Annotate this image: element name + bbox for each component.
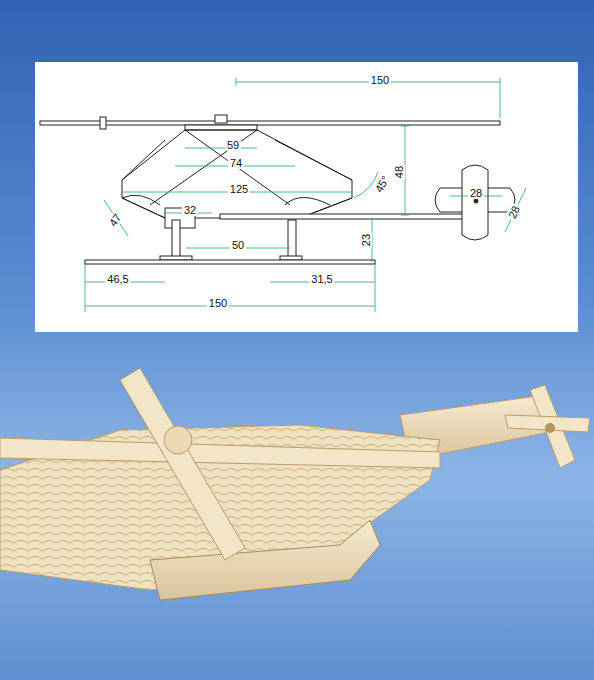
dimension-label: 74	[228, 157, 244, 169]
dimension-label: 48	[393, 164, 405, 180]
dimension-label: 28	[468, 187, 484, 199]
dimension-label: 150	[369, 74, 391, 86]
technical-drawing	[40, 115, 515, 264]
dimension-label: 46,5	[105, 273, 130, 285]
dimension-label: 150	[207, 297, 229, 309]
helicopter-model	[0, 368, 590, 600]
dimension-label: 59	[225, 139, 241, 151]
dimension-label: 50	[230, 239, 246, 251]
dimension-label: 23	[360, 232, 372, 248]
dimension-label: 31,5	[309, 273, 334, 285]
dimension-label: 125	[228, 183, 250, 195]
dimension-label: 32	[182, 204, 198, 216]
dimension-lines	[85, 78, 526, 312]
